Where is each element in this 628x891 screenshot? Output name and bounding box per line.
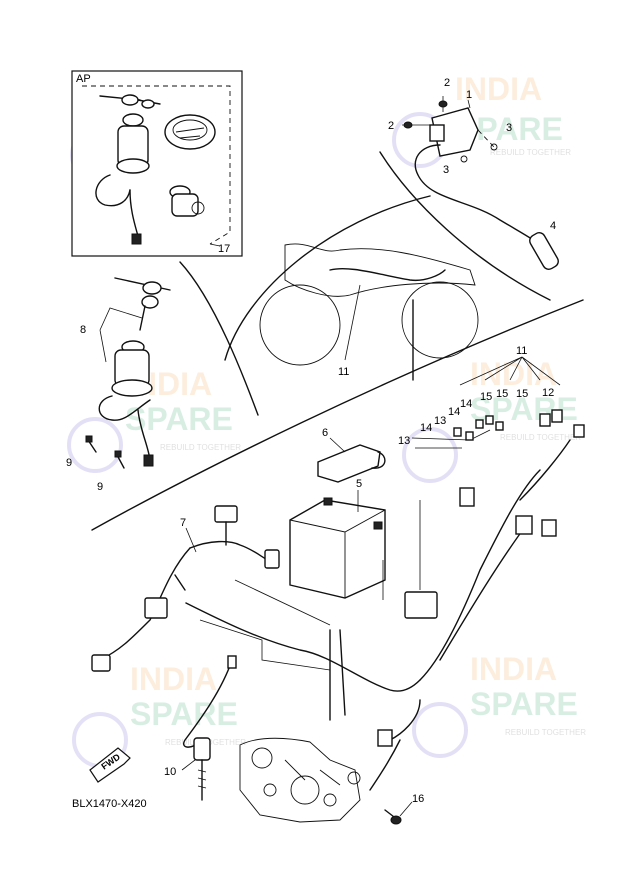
screw-9-a bbox=[85, 435, 97, 453]
callout-17: 17 bbox=[218, 243, 230, 255]
callout-13-b: 13 bbox=[398, 435, 410, 447]
inset-key-set bbox=[99, 94, 161, 109]
main-switch-group: 8 9 9 bbox=[66, 277, 171, 493]
callout-2-left: 2 bbox=[388, 120, 394, 132]
callout-3-lower: 3 bbox=[443, 164, 449, 176]
washer-3-lower bbox=[460, 155, 468, 163]
watermark-text-2: SPARE bbox=[470, 686, 578, 722]
watermark-bottom-right: INDIA SPARE REBUILD TOGETHER bbox=[412, 651, 586, 758]
watermark-text-1: INDIA bbox=[470, 651, 557, 687]
harness-in-bike bbox=[329, 267, 446, 282]
harness-left-branch bbox=[99, 547, 191, 661]
divider-left bbox=[179, 261, 259, 416]
callout-3-right: 3 bbox=[506, 122, 512, 134]
coupler-main bbox=[404, 591, 438, 619]
callout-1: 1 bbox=[466, 89, 472, 101]
battery-band: 6 bbox=[317, 427, 386, 483]
motorcycle-outline: 11 bbox=[259, 243, 479, 378]
harness-main-run bbox=[185, 602, 421, 692]
callout-2-top: 2 bbox=[444, 77, 450, 89]
watermark-text-1: INDIA bbox=[455, 71, 542, 107]
section-dividers bbox=[91, 151, 584, 531]
callout-15-c: 15 bbox=[480, 391, 492, 403]
screw-9-b bbox=[114, 450, 125, 469]
washer-3-right bbox=[490, 143, 498, 151]
battery: 5 bbox=[289, 478, 386, 599]
coupler-lower bbox=[377, 729, 393, 747]
callout-11-bike: 11 bbox=[338, 366, 349, 378]
inset-ignition-switch bbox=[95, 113, 150, 245]
callout-14-b: 14 bbox=[448, 406, 460, 418]
callout-14-c: 14 bbox=[420, 422, 432, 434]
key-set bbox=[114, 277, 171, 331]
inset-label: AP bbox=[76, 73, 91, 85]
inset-dashed-outline bbox=[82, 85, 231, 245]
watermark-tagline: REBUILD TOGETHER bbox=[500, 433, 581, 442]
coupler-right-2 bbox=[515, 515, 533, 535]
coupler-mid bbox=[144, 597, 168, 619]
divider-right bbox=[379, 151, 551, 301]
callout-12: 12 bbox=[542, 387, 554, 399]
callout-7: 7 bbox=[180, 517, 186, 529]
plug-cap bbox=[529, 232, 559, 270]
callout-4: 4 bbox=[550, 220, 556, 232]
coupler-relay bbox=[264, 549, 280, 569]
watermark-mid-left: INDIA SPARE REBUILD TOGETHER bbox=[67, 366, 241, 473]
callout-8: 8 bbox=[80, 324, 86, 336]
inset-seat-lock bbox=[169, 185, 205, 217]
harness-right-trunk bbox=[419, 469, 541, 681]
inset-frame bbox=[71, 70, 243, 257]
callout-15-a: 15 bbox=[496, 388, 508, 400]
inset-box: AP 17 bbox=[71, 70, 243, 257]
callout-16: 16 bbox=[412, 793, 424, 805]
callout-5: 5 bbox=[356, 478, 362, 490]
inset-fuel-cap bbox=[164, 114, 216, 150]
connector-callouts: 11 12 15 15 15 14 14 14 13 13 bbox=[398, 345, 585, 449]
divider-upper-arc bbox=[224, 195, 431, 361]
watermark-text-2: SPARE bbox=[130, 696, 238, 732]
main-switch bbox=[98, 340, 154, 467]
watermark-logo-icon bbox=[412, 702, 468, 758]
bolt-2-left-head bbox=[403, 121, 413, 129]
callout-10: 10 bbox=[164, 766, 176, 778]
engine-partial bbox=[239, 737, 361, 823]
coupler-right-1 bbox=[459, 487, 475, 507]
watermark-logo-icon bbox=[67, 417, 123, 473]
coupler-right-3 bbox=[541, 519, 557, 537]
callout-9-a: 9 bbox=[66, 457, 72, 469]
callout-6: 6 bbox=[322, 427, 328, 439]
harness-top-branch bbox=[189, 540, 273, 563]
bolt-2-top-head bbox=[438, 100, 448, 108]
callout-13-a: 13 bbox=[434, 415, 446, 427]
callout-15-b: 15 bbox=[516, 388, 528, 400]
watermark-bottom-left: INDIA SPARE REBUILD TOGETHER bbox=[72, 661, 246, 768]
diagram-code: BLX1470-X420 bbox=[72, 798, 147, 810]
callout-14-a: 14 bbox=[460, 398, 472, 410]
neutral-switch: 10 bbox=[164, 655, 237, 801]
coupler-left bbox=[91, 654, 111, 672]
bolt-16: 16 bbox=[384, 793, 424, 825]
callout-11-top: 11 bbox=[516, 345, 527, 357]
divider-main bbox=[91, 299, 584, 531]
ignition-coil bbox=[414, 107, 559, 270]
watermark-tagline: REBUILD TOGETHER bbox=[160, 443, 241, 452]
coupler-top bbox=[214, 505, 238, 523]
small-connectors bbox=[453, 409, 585, 441]
ignition-coil-group: 1 2 2 3 3 4 bbox=[388, 77, 559, 270]
wire-harness: 7 bbox=[91, 439, 571, 791]
watermark-tagline: REBUILD TOGETHER bbox=[490, 148, 571, 157]
watermark-logo-icon bbox=[402, 427, 458, 483]
callout-9-b: 9 bbox=[97, 481, 103, 493]
fwd-arrow-icon: FWD bbox=[89, 747, 131, 783]
watermark-text-1: INDIA bbox=[130, 661, 217, 697]
watermark-tagline: REBUILD TOGETHER bbox=[505, 728, 586, 737]
